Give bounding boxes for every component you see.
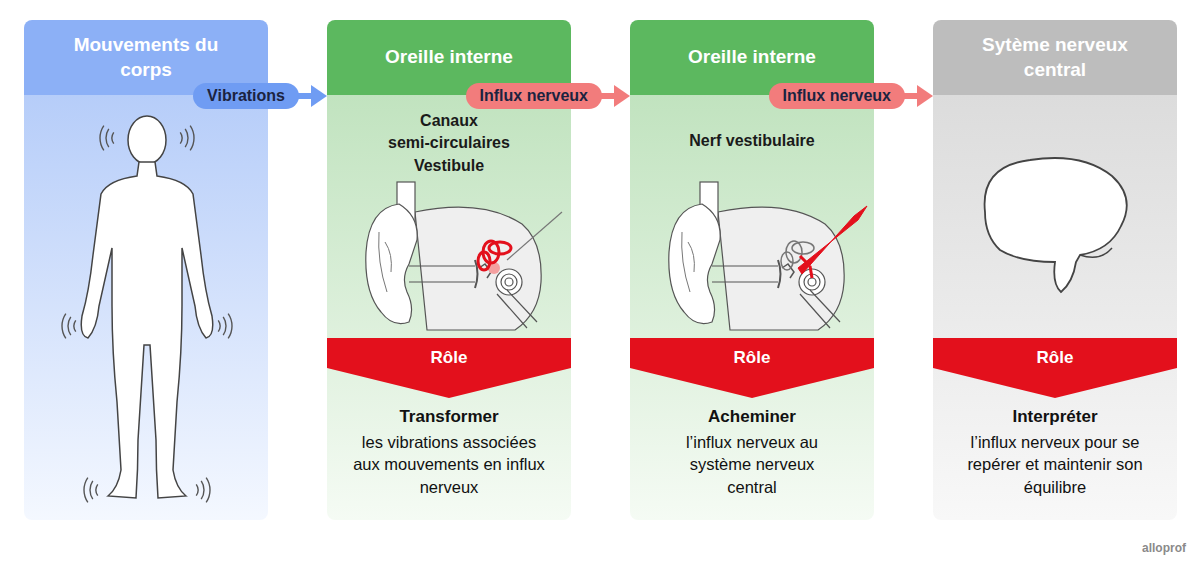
semicircular-canal [478, 252, 490, 270]
vibration-arc [100, 126, 104, 151]
banner-label: Rôle [327, 347, 571, 369]
vibration-arc [201, 481, 204, 499]
nerve-line [507, 212, 562, 260]
panel-title: Oreille interne [657, 45, 847, 70]
vibration-arc [185, 129, 188, 147]
role-banner: Rôle [933, 338, 1177, 398]
cerebellum [1080, 248, 1112, 257]
vibration-arc [106, 129, 109, 147]
body-figure [62, 116, 232, 502]
vibration-arc [206, 478, 210, 503]
part-name: Canaux semi-circulaires Vestibule [374, 110, 524, 177]
banner-chevron [933, 338, 1177, 398]
vibration-arc [196, 484, 198, 495]
role-banner: Rôle [630, 338, 874, 398]
vibration-marks [62, 126, 232, 503]
signal-label: Vibrations [193, 83, 299, 110]
arrow-head [614, 85, 630, 107]
signal-label: Influx nerveux [466, 83, 602, 110]
vibration-arc [68, 317, 71, 335]
banner-chevron [630, 338, 874, 398]
semicircular-canal [489, 242, 511, 254]
banner-shape [327, 338, 571, 398]
panel-title: Oreille interne [354, 45, 544, 70]
brain-outline [985, 158, 1127, 292]
brain-illustration [985, 158, 1127, 292]
vibration-arc [74, 320, 76, 331]
semicircular-canal [781, 252, 793, 270]
arrow-head [917, 85, 933, 107]
arrow-head [311, 85, 327, 107]
panel-title: Mouvements du corps [51, 33, 241, 82]
banner-shape [630, 338, 874, 398]
vibration-arc [96, 484, 98, 495]
ear-drawing [366, 182, 541, 330]
vestibular-nerve [800, 256, 812, 278]
signal-label: Influx nerveux [769, 83, 905, 110]
role-text: l’influx nerveux au système nerveux cent… [678, 431, 826, 498]
role-text: les vibrations associées aux mouvements … [347, 431, 552, 498]
watermark: alloprof [1142, 541, 1186, 555]
semicircular-canal [792, 242, 814, 254]
role-banner: Rôle [327, 338, 571, 398]
vibration-arc [228, 314, 232, 339]
vibration-arc [218, 320, 220, 331]
vibration-arc [223, 317, 226, 335]
vibration-arc [180, 132, 182, 143]
ear-illustration [366, 182, 562, 330]
banner-label: Rôle [630, 347, 874, 369]
role-keyword: Interpréter [945, 406, 1165, 428]
vibration-arc [190, 126, 194, 151]
banner-shape [933, 338, 1177, 398]
banner-chevron [327, 338, 571, 398]
body-silhouette [81, 162, 213, 498]
vibration-arc [112, 132, 114, 143]
banner-label: Rôle [933, 347, 1177, 369]
vibration-arc [90, 481, 93, 499]
vibration-arc [62, 314, 66, 339]
vibration-arc [84, 478, 88, 503]
role-keyword: Acheminer [642, 406, 862, 428]
ear-illustration [669, 182, 867, 330]
part-name: Nerf vestibulaire [652, 130, 852, 152]
role-text: l’influx nerveux pour se repérer et main… [957, 431, 1153, 498]
role-keyword: Transformer [339, 406, 559, 428]
panel-title: Sytème nerveux central [960, 33, 1150, 82]
head-shape [128, 116, 166, 164]
